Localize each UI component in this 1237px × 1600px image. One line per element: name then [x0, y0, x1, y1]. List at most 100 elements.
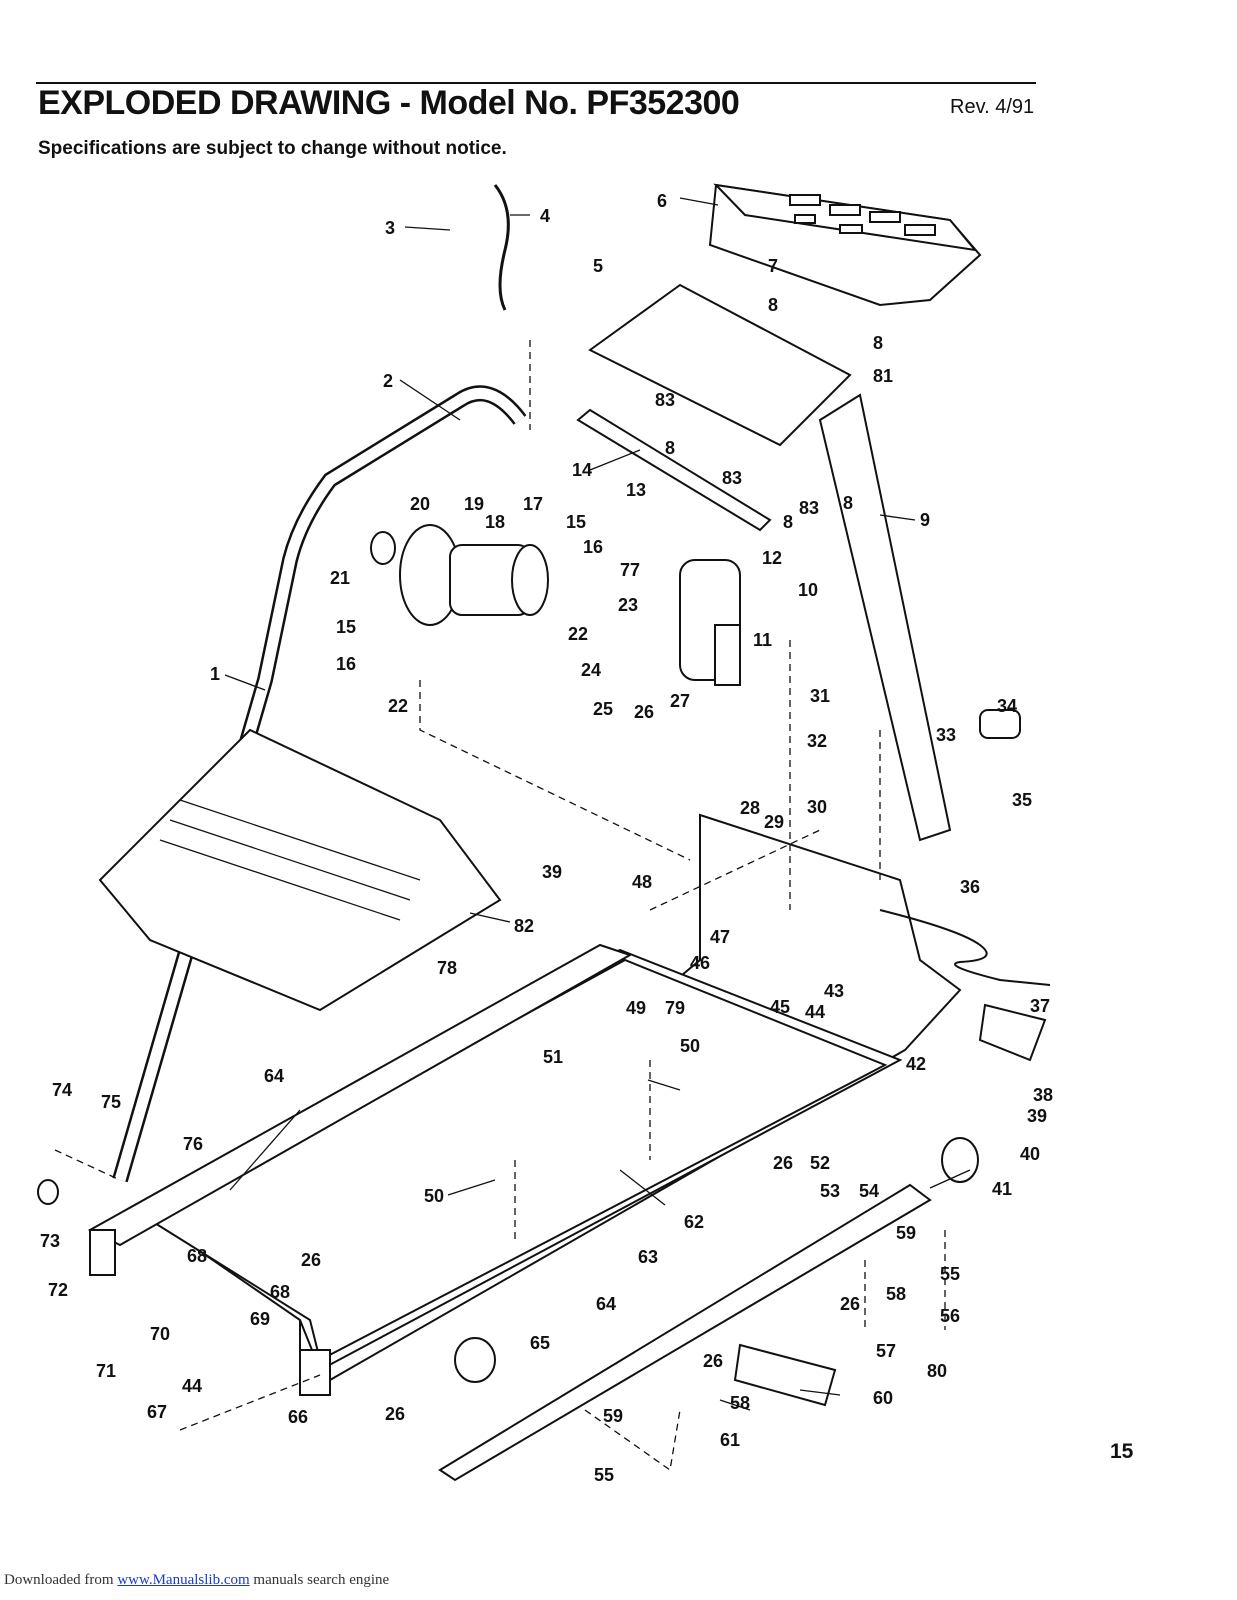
callout-5: 5: [593, 256, 603, 276]
callout-31: 31: [810, 686, 830, 706]
callout-74: 74: [52, 1080, 72, 1100]
callout-26a: 26: [634, 702, 654, 722]
callout-66: 66: [288, 1407, 308, 1427]
footer-suffix: manuals search engine: [249, 1572, 390, 1588]
page-number: 15: [1110, 1440, 1134, 1463]
callout-79: 79: [665, 998, 685, 1018]
pulley-part: [370, 531, 396, 565]
callout-48: 48: [632, 872, 652, 892]
callout-4: 4: [540, 206, 550, 226]
callout-47: 47: [710, 927, 730, 947]
callout-50b: 50: [424, 1186, 444, 1206]
callout-8a: 8: [768, 295, 778, 315]
callout-72: 72: [48, 1280, 68, 1300]
callout-26c: 26: [301, 1250, 321, 1270]
callout-80: 80: [927, 1361, 947, 1381]
callout-59a: 59: [896, 1223, 916, 1243]
callout-19: 19: [464, 494, 484, 514]
callout-23: 23: [618, 595, 638, 615]
callout-35: 35: [1012, 790, 1032, 810]
callout-50a: 50: [680, 1036, 700, 1056]
callout-8c: 8: [665, 438, 675, 458]
callout-26e: 26: [703, 1351, 723, 1371]
callout-17: 17: [523, 494, 543, 514]
callout-62: 62: [684, 1212, 704, 1232]
callout-77: 77: [620, 560, 640, 580]
callout-54: 54: [859, 1181, 879, 1201]
manualslib-link[interactable]: www.Manualslib.com: [117, 1572, 250, 1588]
callout-44a: 44: [805, 1002, 825, 1022]
callout-68b: 68: [270, 1282, 290, 1302]
callout-15b: 15: [336, 617, 356, 637]
callout-13: 13: [626, 480, 646, 500]
callout-41: 41: [992, 1179, 1012, 1199]
page-title: EXPLODED DRAWING - Model No. PF352300: [38, 84, 740, 122]
callout-2: 2: [383, 371, 393, 391]
callout-49: 49: [626, 998, 646, 1018]
callout-60: 60: [873, 1388, 893, 1408]
callout-3: 3: [385, 218, 395, 238]
callout-71: 71: [96, 1361, 116, 1381]
callout-43: 43: [824, 981, 844, 1001]
roller-part: [576, 408, 772, 532]
callout-34: 34: [997, 696, 1017, 716]
callout-51: 51: [543, 1047, 563, 1067]
callout-7: 7: [768, 256, 778, 276]
callout-82: 82: [514, 916, 534, 936]
console-part: [708, 183, 982, 307]
callout-27: 27: [670, 691, 690, 711]
callout-57: 57: [876, 1341, 896, 1361]
callout-20: 20: [410, 494, 430, 514]
callout-29: 29: [764, 812, 784, 832]
bracket-part: [588, 283, 852, 447]
callout-52: 52: [810, 1153, 830, 1173]
callout-69: 69: [250, 1309, 270, 1329]
callout-16a: 16: [583, 537, 603, 557]
callout-78: 78: [437, 958, 457, 978]
callout-83c: 83: [799, 498, 819, 518]
callout-37: 37: [1030, 996, 1050, 1016]
callout-76: 76: [183, 1134, 203, 1154]
control-board-part: [978, 1003, 1047, 1062]
power-board-part: [733, 1343, 837, 1407]
callout-11: 11: [753, 630, 772, 650]
callout-10: 10: [798, 580, 818, 600]
callout-14: 14: [572, 460, 592, 480]
callout-8d: 8: [783, 512, 793, 532]
callout-1: 1: [210, 664, 220, 684]
callout-28: 28: [740, 798, 760, 818]
callout-44b: 44: [182, 1376, 202, 1396]
callout-61: 61: [720, 1430, 740, 1450]
callout-55b: 55: [594, 1465, 614, 1485]
callout-73: 73: [40, 1231, 60, 1251]
callout-56: 56: [940, 1306, 960, 1326]
callout-83b: 83: [722, 468, 742, 488]
callout-65: 65: [530, 1333, 550, 1353]
callout-58a: 58: [886, 1284, 906, 1304]
callout-67: 67: [147, 1402, 167, 1422]
callout-32: 32: [807, 731, 827, 751]
callout-63: 63: [638, 1247, 658, 1267]
callout-45: 45: [770, 997, 790, 1017]
header-rule: [36, 82, 1036, 84]
callout-42: 42: [906, 1054, 926, 1074]
callout-12: 12: [762, 548, 782, 568]
footer: Downloaded from www.Manualslib.com manua…: [4, 1572, 389, 1589]
callout-70: 70: [150, 1324, 170, 1344]
weight-part: [979, 709, 1021, 739]
callout-15a: 15: [566, 512, 586, 532]
callout-18: 18: [485, 512, 505, 532]
callout-83a: 83: [655, 390, 675, 410]
callout-6: 6: [657, 191, 667, 211]
callout-8e: 8: [843, 493, 853, 513]
callout-26b: 26: [773, 1153, 793, 1173]
callout-25: 25: [593, 699, 613, 719]
callout-24: 24: [581, 660, 601, 680]
callout-68a: 68: [187, 1246, 207, 1266]
callout-30: 30: [807, 797, 827, 817]
footer-prefix: Downloaded from: [4, 1572, 118, 1588]
callout-38: 38: [1033, 1085, 1053, 1105]
callout-81: 81: [873, 366, 893, 386]
callout-39b: 39: [1027, 1106, 1047, 1126]
